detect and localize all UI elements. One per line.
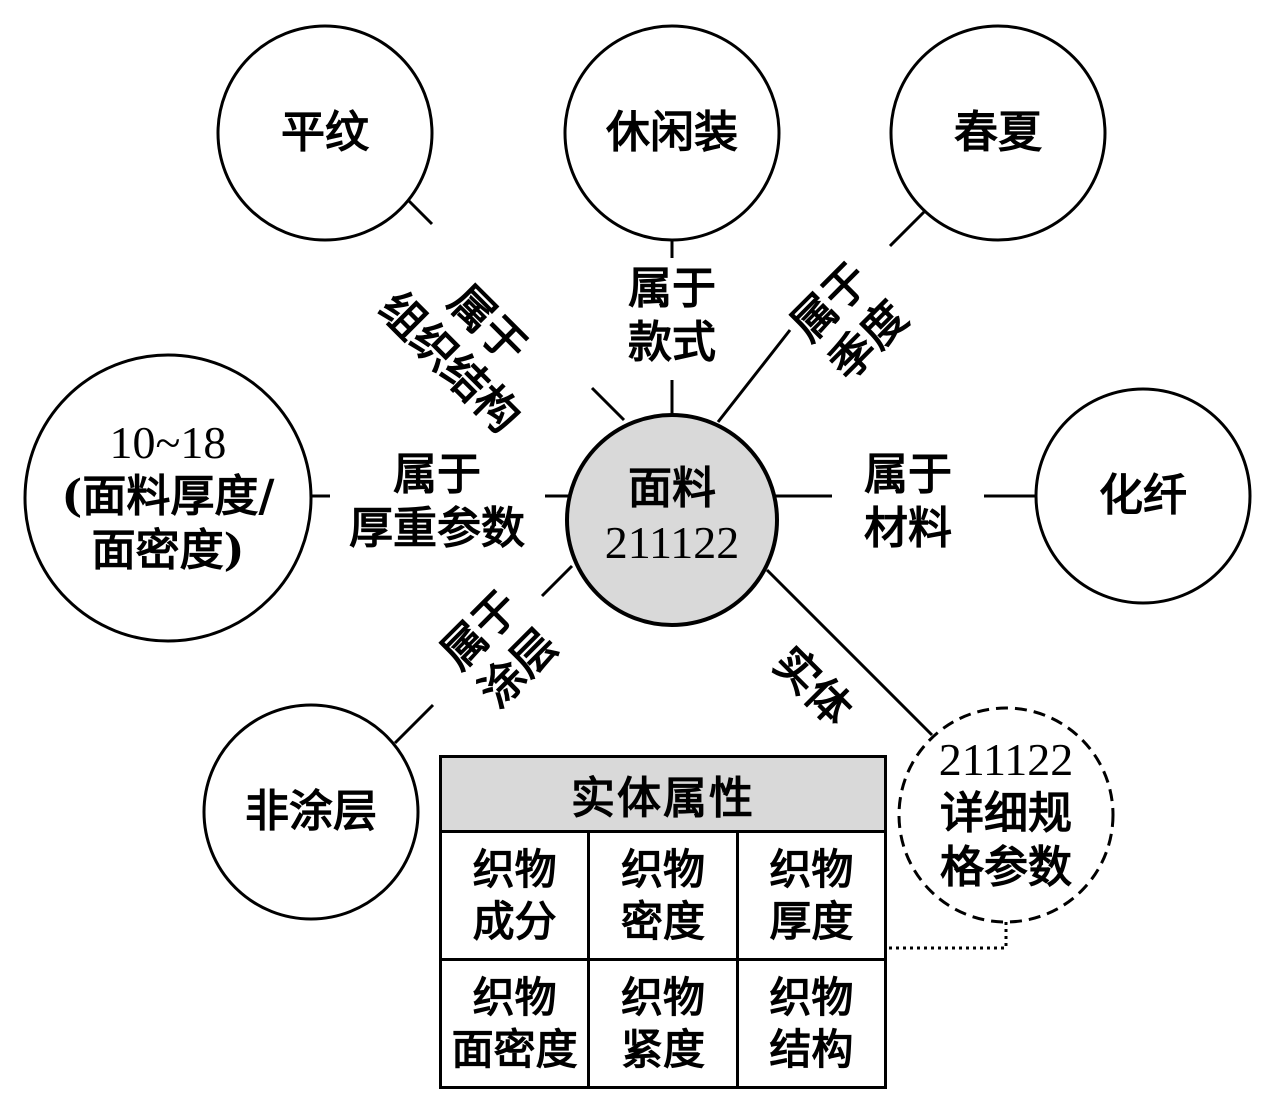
cell-line: 织物 — [472, 844, 557, 894]
center-node: 面料 211122 — [572, 462, 772, 570]
node-thickness-circle — [23, 353, 313, 643]
edge-weave-inner — [590, 386, 626, 422]
node-entity-line3: 格参数 — [940, 842, 1072, 893]
node-thickness: 10~18 (面料厚度/ 面密度) — [28, 416, 308, 578]
relation-thickness-line2: 厚重参数 — [349, 503, 525, 554]
node-entity: 211122 详细规 格参数 — [906, 733, 1106, 895]
node-thickness-line3: 面密度) — [91, 525, 245, 576]
node-style-circle — [563, 24, 781, 242]
center-node-title: 面料 — [628, 463, 716, 514]
table-row: 织物成分 织物密度 织物厚度 — [438, 830, 888, 961]
table-cell: 织物厚度 — [735, 830, 888, 961]
attribute-table: 实体属性 织物成分 织物密度 织物厚度 织物面密度 织物紧度 织物结构 — [438, 755, 888, 1089]
center-node-circle — [565, 413, 779, 627]
cell-line: 织物 — [620, 972, 705, 1022]
cell-line: 织物 — [769, 844, 854, 894]
relation-style-line2: 款式 — [628, 317, 716, 368]
table-cell: 织物紧度 — [587, 958, 739, 1089]
center-node-code: 211122 — [604, 517, 740, 568]
node-thickness-line2: (面料厚度/ — [61, 471, 275, 522]
cell-line: 紧度 — [620, 1024, 705, 1074]
node-season-circle — [889, 24, 1107, 242]
attribute-table-header: 实体属性 — [439, 755, 887, 833]
relation-style: 属于 款式 — [592, 262, 752, 370]
node-style: 休闲装 — [606, 107, 738, 158]
relation-material: 属于 材料 — [836, 448, 980, 556]
node-entity-line2: 详细规 — [940, 788, 1072, 839]
node-coating: 非涂层 — [245, 786, 377, 837]
relation-thickness-line1: 属于 — [393, 449, 481, 500]
cell-line: 织物 — [620, 844, 705, 894]
relation-material-line1: 属于 — [864, 449, 952, 500]
relation-thickness: 属于 厚重参数 — [332, 448, 542, 556]
table-cell: 织物密度 — [587, 830, 739, 961]
edge-entity — [765, 568, 934, 737]
table-cell: 织物结构 — [735, 958, 888, 1089]
cell-line: 结构 — [769, 1024, 854, 1074]
cell-line: 织物 — [769, 972, 854, 1022]
node-weave: 平纹 — [281, 107, 369, 158]
node-weave-circle — [216, 24, 434, 242]
edge-season-inner — [716, 329, 792, 423]
relation-style-line1: 属于 — [628, 263, 716, 314]
node-material-circle — [1034, 387, 1252, 605]
cell-line: 织物 — [472, 972, 557, 1022]
relation-material-line2: 材料 — [864, 503, 952, 554]
cell-line: 面密度 — [451, 1024, 578, 1074]
edge-entity-table-link — [888, 922, 1008, 950]
edge-coating — [393, 703, 435, 745]
node-thickness-range: 10~18 — [109, 417, 227, 468]
node-entity-circle — [897, 706, 1115, 924]
cell-line: 厚度 — [769, 896, 854, 946]
cell-line: 密度 — [620, 896, 705, 946]
table-cell: 织物成分 — [438, 830, 591, 961]
table-cell: 织物面密度 — [438, 958, 591, 1089]
node-entity-code: 211122 — [938, 734, 1074, 785]
cell-line: 成分 — [472, 896, 557, 946]
edge-season — [888, 210, 926, 248]
edge-coating-inner — [540, 564, 574, 598]
node-season: 春夏 — [954, 107, 1042, 158]
table-row: 织物面密度 织物紧度 织物结构 — [438, 958, 888, 1089]
node-material: 化纤 — [1099, 470, 1187, 521]
node-coating-circle — [202, 703, 420, 921]
edge-weave — [406, 198, 434, 226]
